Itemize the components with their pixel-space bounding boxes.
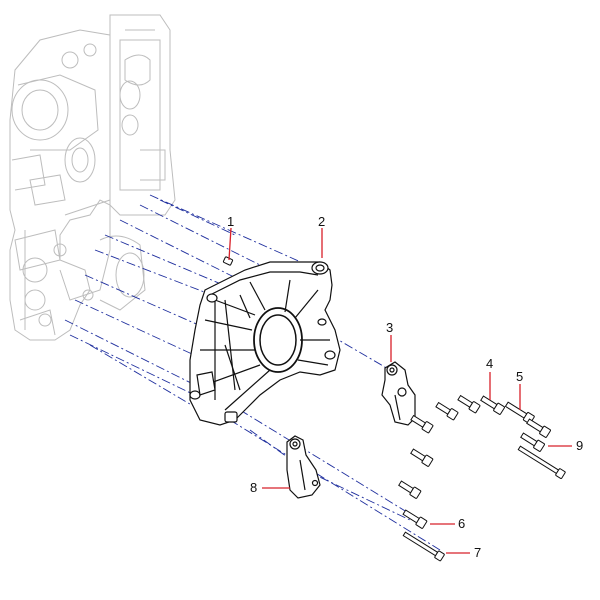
bolt-set bbox=[398, 394, 566, 562]
callout-7: 7 bbox=[474, 545, 481, 560]
callout-5: 5 bbox=[516, 369, 523, 384]
dowel-pin bbox=[222, 256, 234, 266]
callout-3: 3 bbox=[386, 320, 393, 335]
assembly-centerlines bbox=[64, 194, 441, 551]
callout-1: 1 bbox=[227, 214, 234, 229]
rear-cover-housing bbox=[189, 261, 341, 426]
mounting-bracket-upper bbox=[381, 361, 416, 426]
leader-lines bbox=[228, 227, 572, 554]
mounting-bracket-lower bbox=[286, 435, 321, 499]
callout-8: 8 bbox=[250, 480, 257, 495]
callout-4: 4 bbox=[486, 356, 493, 371]
callout-9: 9 bbox=[576, 438, 583, 453]
callout-2: 2 bbox=[318, 214, 325, 229]
callout-labels: 1 2 3 4 5 6 7 8 9 bbox=[227, 214, 583, 560]
engine-block bbox=[9, 14, 176, 341]
callout-6: 6 bbox=[458, 516, 465, 531]
